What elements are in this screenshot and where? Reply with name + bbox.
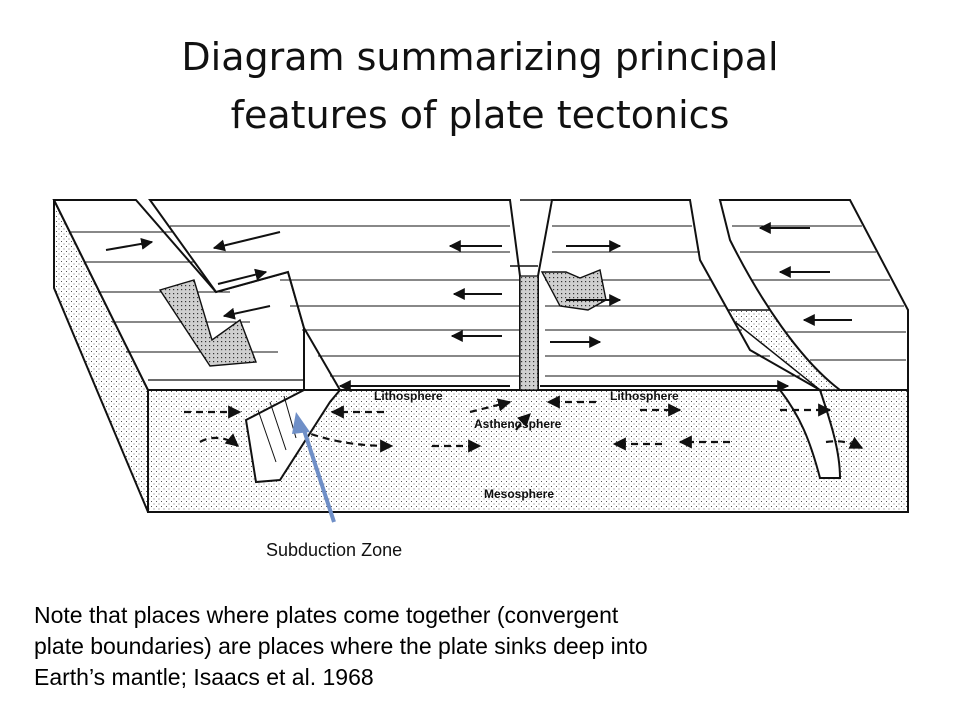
far-right-plate xyxy=(718,199,909,391)
label-mesosphere: Mesosphere xyxy=(484,487,554,501)
note-line-2: plate boundaries) are places where the p… xyxy=(34,633,648,659)
label-lithosphere-right: Lithosphere xyxy=(610,389,679,403)
slide-title: Diagram summarizing principal features o… xyxy=(0,28,960,144)
fault-notch-left xyxy=(158,279,257,367)
title-line-1: Diagram summarizing principal xyxy=(181,35,779,79)
ridge-axis xyxy=(519,275,539,391)
label-asthenosphere: Asthenosphere xyxy=(474,417,562,431)
note-line-3: Earth’s mantle; Isaacs et al. 1968 xyxy=(34,664,374,690)
note-line-1: Note that places where plates come toget… xyxy=(34,602,619,628)
right-plate xyxy=(537,199,824,391)
subduction-zone-label: Subduction Zone xyxy=(266,540,403,560)
label-lithosphere-left: Lithosphere xyxy=(374,389,443,403)
convection-arrows xyxy=(184,395,864,453)
caption-note: Note that places where plates come toget… xyxy=(34,600,934,693)
title-line-2: features of plate tectonics xyxy=(230,93,730,137)
plate-motion-arrows xyxy=(105,222,852,392)
plate-tectonics-diagram: Lithosphere Lithosphere Asthenosphere Me… xyxy=(52,199,909,513)
